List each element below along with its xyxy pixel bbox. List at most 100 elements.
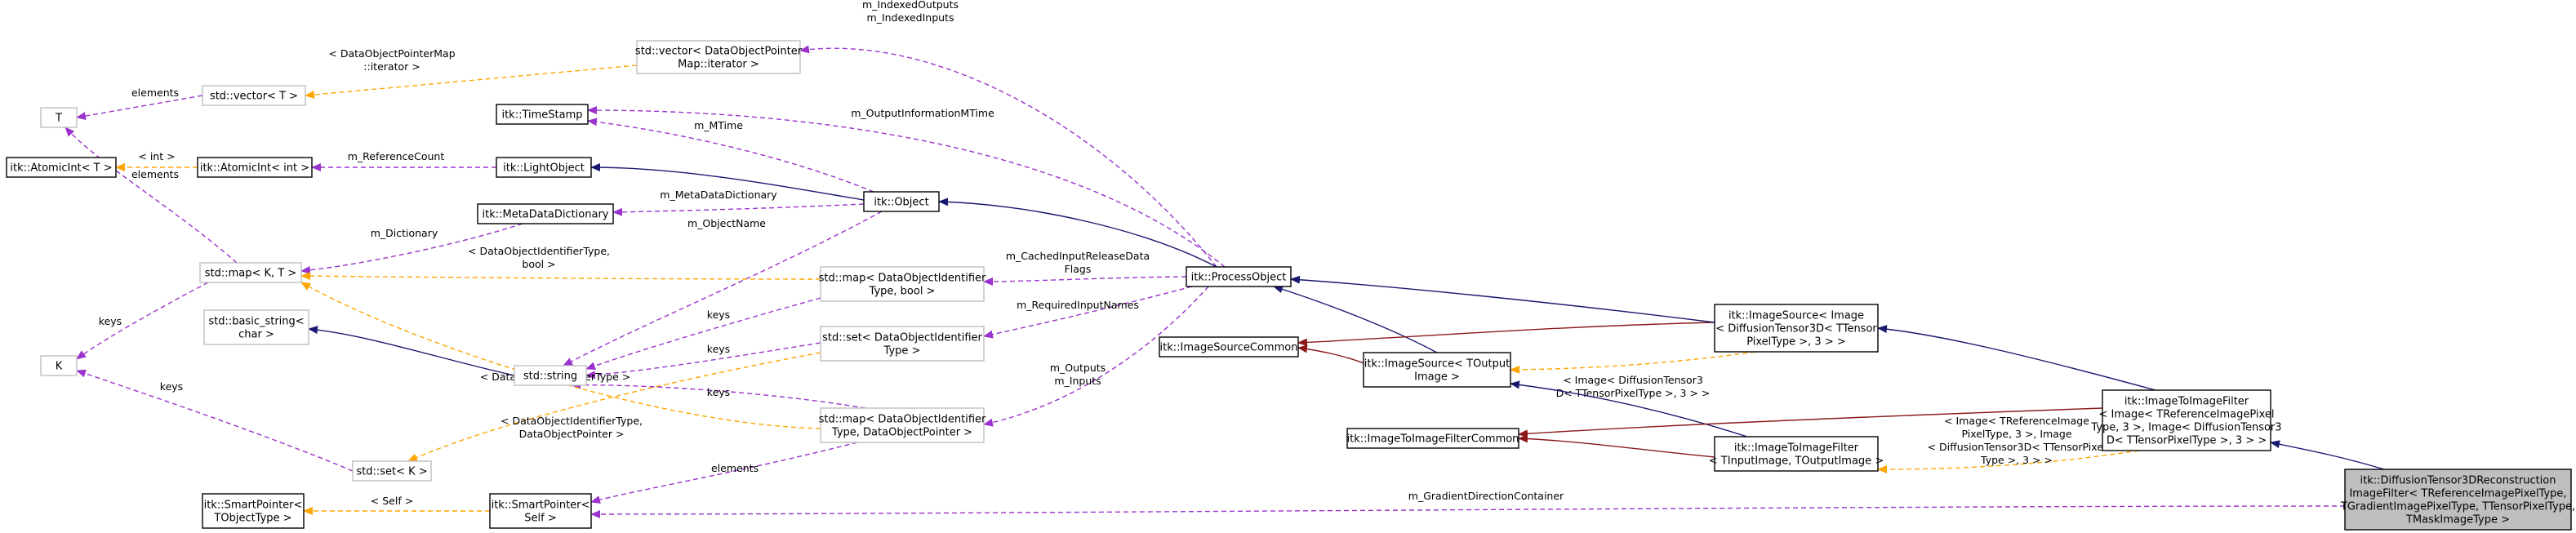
class-node-imagesourcecommon[interactable]: itk::ImageSourceCommon [1159, 336, 1299, 358]
edge-line-object-to-process [938, 198, 1217, 268]
edge-process-to-set-doit: m_RequiredInputNames [983, 286, 1193, 339]
edge-set-doit-to-set-k: < DataObjectIdentifierType > [407, 352, 821, 462]
edge-map-ptr-to-smartptr-self: elements [590, 442, 858, 504]
class-node-label: itk::ImageSource< TOutput [1364, 358, 1510, 371]
class-node-map-kt[interactable]: std::map< K, T > [199, 262, 302, 283]
edge-line-itif-dt-to-itifc [1518, 407, 2103, 438]
edge-line-process-to-imagesource-dt [1290, 275, 1715, 323]
class-node-itifc[interactable]: itk::ImageToImageFilterCommon [1346, 428, 1519, 449]
class-node-processobject[interactable]: itk::ProcessObject [1186, 266, 1292, 287]
edge-label-doit-bool: bool > [522, 258, 555, 270]
class-node-t[interactable]: T [40, 107, 78, 128]
class-node-dt3d[interactable]: itk::DiffusionTensor3DReconstructionImag… [2340, 469, 2575, 531]
class-node-smartptr-t[interactable]: itk::SmartPointer<TObjectType > [202, 493, 305, 529]
class-node-vector-t[interactable]: std::vector< T > [202, 85, 306, 106]
edge-object-to-metadict: m_MetaDataDictionary [612, 189, 865, 216]
edge-line-object-to-metadict [612, 203, 865, 216]
edge-dt3d-to-smartptr-self: m_GradientDirectionContainer [590, 490, 2346, 518]
class-node-label: Image > [1414, 371, 1460, 384]
class-node-box [6, 157, 117, 178]
class-node-label: < TInputImage, TOutputImage > [1709, 455, 1884, 468]
class-node-vector-iter[interactable]: std::vector< DataObjectPointerMap::itera… [635, 40, 803, 74]
class-node-box [820, 407, 985, 443]
class-node-label: itk::ImageSource< Image [1728, 310, 1864, 322]
edge-itif-dt-to-itifc [1518, 407, 2103, 438]
class-node-label: ImageFilter< TReferenceImagePixelType, [2349, 488, 2566, 500]
edge-smartptr-self-to-smartptr-t: < Self > [303, 495, 490, 515]
edge-label-dopm-iter: ::iterator > [363, 60, 420, 73]
class-node-map-ptr[interactable]: std::map< DataObjectIdentifierType, Data… [819, 407, 986, 443]
class-node-label: std::basic_string< [208, 316, 304, 328]
class-node-itif-dt[interactable]: itk::ImageToImageFilter< Image< TReferen… [2090, 389, 2282, 451]
class-node-label: itk::MetaDataDictionary [483, 209, 609, 221]
edge-label-indexed: m_IndexedInputs [867, 11, 954, 24]
class-node-set-doit[interactable]: std::set< DataObjectIdentifierType > [820, 326, 985, 362]
edge-label-elements1: elements [131, 87, 179, 99]
class-node-label: K [56, 361, 63, 373]
edge-line-set-doit-to-string [585, 342, 821, 380]
edge-line-process-to-timestamp [587, 106, 1226, 268]
class-node-map-bool[interactable]: std::map< DataObjectIdentifierType, bool… [819, 266, 986, 302]
edge-map-bool-to-map-kt: < DataObjectIdentifierType,bool > [300, 245, 821, 281]
edge-atomic-int-to-atomic-t: < int > [115, 150, 198, 171]
edge-process-to-imagesource-t [1273, 285, 1438, 353]
class-node-timestamp[interactable]: itk::TimeStamp [496, 104, 589, 125]
class-node-label: D< TTensorPixelType >, 3 > > [2107, 435, 2267, 447]
edge-line-imagesource-dt-to-itif-dt [1877, 325, 2156, 391]
class-node-object[interactable]: itk::Object [863, 191, 940, 212]
edge-label-refcount: m_ReferenceCount [348, 150, 445, 162]
class-node-atomic-int[interactable]: itk::AtomicInt< int > [197, 157, 313, 178]
class-node-label: Map::iterator > [678, 59, 759, 71]
class-node-label: < Image< TReferenceImagePixel [2099, 409, 2275, 421]
class-node-set-k[interactable]: std::set< K > [352, 460, 432, 482]
class-node-box [514, 365, 587, 386]
class-node-itif-t[interactable]: itk::ImageToImageFilter< TInputImage, TO… [1709, 436, 1884, 472]
class-node-smartptr-self[interactable]: itk::SmartPointer<Self > [489, 493, 592, 529]
edge-imagesource-dt-to-imagesourcecommon [1297, 322, 1715, 347]
edge-label-keys2: keys [707, 343, 730, 355]
class-node-box [489, 493, 592, 529]
edge-label-doit-bool: < DataObjectIdentifierType, [468, 245, 610, 257]
edge-map-bool-to-string: keys [585, 297, 821, 371]
edge-label-dopm-iter: < DataObjectPointerMap [328, 47, 455, 60]
class-node-imagesource-t[interactable]: itk::ImageSource< TOutputImage > [1363, 352, 1511, 388]
edge-label-cached: Flags [1065, 263, 1092, 275]
class-node-label: itk::ImageSourceCommon [1160, 342, 1298, 354]
class-node-k[interactable]: K [40, 355, 78, 376]
edge-line-object-to-string [563, 211, 883, 366]
class-node-label: itk::ImageToImageFilter [1734, 442, 1859, 455]
class-node-box [202, 85, 306, 106]
class-node-imagesource-dt[interactable]: itk::ImageSource< Image< DiffusionTensor… [1714, 304, 1879, 353]
class-node-atomic-t[interactable]: itk::AtomicInt< T > [6, 157, 117, 178]
edge-process-to-timestamp: m_OutputInformationMTime [587, 106, 1226, 268]
edge-line-vector-iter-to-process [799, 45, 1217, 268]
edge-map-ptr-to-string: keys [571, 380, 866, 409]
class-node-metadict[interactable]: itk::MetaDataDictionary [477, 203, 614, 224]
class-node-label: Type, bool > [869, 286, 936, 298]
edge-lightobject-to-object [590, 163, 865, 201]
edge-line-map-bool-to-map-kt [300, 272, 821, 281]
class-node-box [1363, 352, 1511, 388]
class-node-box [1714, 304, 1879, 353]
edge-line-string-to-basic-string [308, 326, 515, 376]
class-node-string[interactable]: std::string [514, 365, 587, 386]
edge-label-cached: m_CachedInputReleaseData [1006, 250, 1150, 262]
edge-vector-t-to-t: elements [76, 87, 203, 121]
edge-line-process-to-map-bool [983, 276, 1187, 286]
edge-process-to-imagesource-dt [1290, 275, 1715, 323]
edge-label-required: m_RequiredInputNames [1017, 299, 1139, 311]
edge-line-vector-iter-to-vector-t [305, 64, 638, 99]
class-node-box [40, 355, 78, 376]
edge-line-map-kt-to-t [65, 127, 238, 264]
class-node-basic-string[interactable]: std::basic_string<char > [203, 309, 309, 345]
class-node-label: itk::AtomicInt< T > [10, 162, 112, 175]
class-node-label: PixelType >, 3 > > [1746, 336, 1846, 349]
edge-line-set-k-to-k [76, 369, 354, 472]
edge-label-img-ref: < Image< TReferenceImage [1944, 415, 2089, 427]
edge-line-itif-dt-to-dt3d [2270, 440, 2385, 470]
class-node-label: itk::LightObject [503, 162, 585, 175]
edge-set-doit-to-string: keys [585, 342, 821, 380]
class-node-label: std::map< DataObjectIdentifier [819, 273, 986, 285]
class-node-lightobject[interactable]: itk::LightObject [496, 157, 592, 178]
edge-object-to-string: m_ObjectName [563, 211, 883, 366]
